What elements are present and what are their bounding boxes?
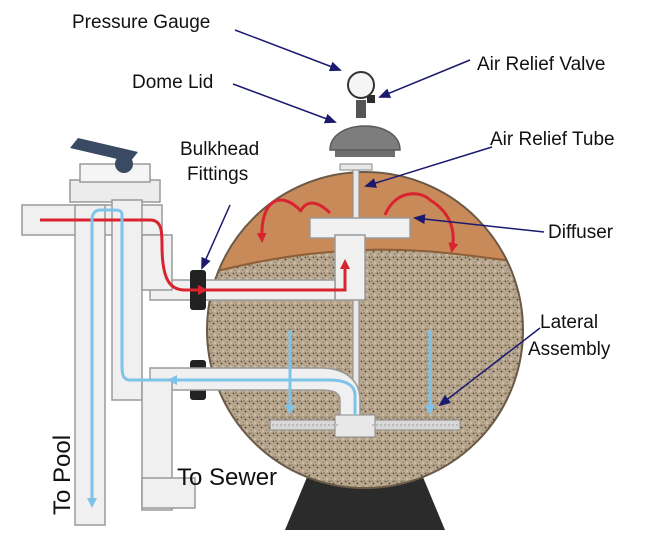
return-pipe [74,204,106,526]
tank-stand [285,470,445,530]
waste-pipe [141,477,196,509]
label-dome-lid: Dome Lid [132,72,213,93]
flow-arrow-to-pool [87,208,175,508]
filter-tank [206,171,524,489]
label-air-relief-tube: Air Relief Tube [490,129,615,150]
label-bulkhead-2: Fittings [187,164,248,185]
label-bulkhead-1: Bulkhead [180,139,259,160]
dome-lid [329,95,401,157]
flow-arrow-outlet [167,375,357,415]
flow-arrow-diffuser-left [256,198,302,243]
lateral-assembly [269,414,461,438]
pressure-gauge-icon [347,71,375,99]
label-air-relief-valve: Air Relief Valve [477,54,605,75]
multiport-valve [69,138,161,203]
air-relief-valve [367,95,375,103]
label-lateral-2: Assembly [528,339,611,360]
label-pressure-gauge: Pressure Gauge [72,12,210,33]
label-to-sewer: To Sewer [177,464,277,491]
label-lateral-1: Lateral [540,312,598,333]
label-to-pool: To Pool [49,435,76,515]
flow-arrow-inlet [40,218,208,295]
pointer-lines [201,29,545,407]
label-diffuser: Diffuser [548,222,614,243]
